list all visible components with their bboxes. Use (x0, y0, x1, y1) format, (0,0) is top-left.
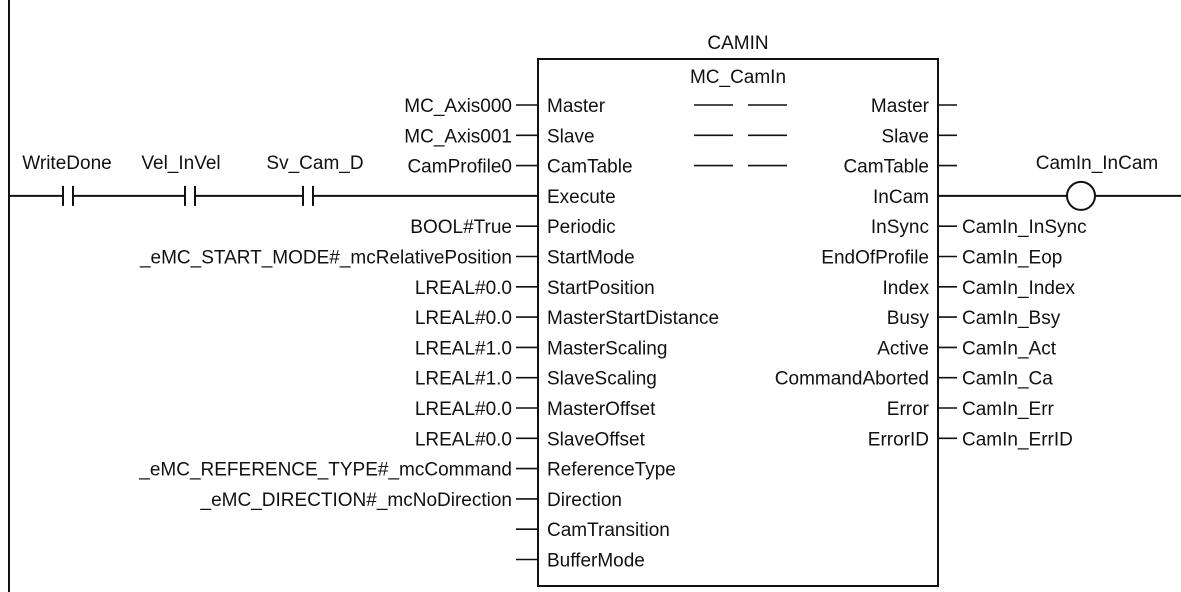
output-pin: Busy CamIn_Bsy (887, 308, 1061, 329)
input-pin: CamTable CamProfile0 (407, 157, 632, 178)
input-pin: StartPosition LREAL#0.0 (415, 278, 655, 299)
output-pin: CamTable (843, 157, 957, 178)
input-pin-name: Direction (547, 490, 622, 511)
output-pin-name: ErrorID (868, 429, 929, 450)
output-pin-name: Index (883, 278, 930, 299)
input-argument: LREAL#1.0 (415, 338, 512, 359)
input-pin-name: MasterStartDistance (547, 308, 719, 329)
input-pin-name: MasterOffset (547, 399, 656, 420)
coil-label: CamIn_InCam (1036, 153, 1159, 174)
input-pin-name: StartPosition (547, 278, 655, 299)
output-pin: Index CamIn_Index (883, 278, 1076, 299)
output-pin: InSync CamIn_InSync (871, 217, 1087, 238)
input-pin-name: SlaveOffset (547, 429, 646, 450)
input-argument: MC_Axis000 (404, 96, 512, 117)
output-coil: CamIn_InCam (938, 153, 1181, 211)
output-argument: CamIn_Eop (962, 248, 1062, 269)
output-pin: CommandAborted CamIn_Ca (775, 369, 1053, 390)
no-contact: WriteDone (9, 153, 112, 206)
input-argument: LREAL#1.0 (415, 369, 512, 390)
output-pin: EndOfProfile CamIn_Eop (821, 248, 1062, 269)
output-pin-name: Active (877, 338, 929, 359)
output-argument: CamIn_Err (962, 399, 1055, 420)
input-argument: _eMC_DIRECTION#_mcNoDirection (200, 490, 512, 511)
input-pin: MasterOffset LREAL#0.0 (415, 399, 656, 420)
input-pin-name: MasterScaling (547, 338, 667, 359)
input-pin: BufferMode (516, 551, 645, 572)
input-pin: Periodic BOOL#True (410, 217, 615, 238)
input-pin: SlaveOffset LREAL#0.0 (415, 429, 646, 450)
input-pin: Master MC_Axis000 (404, 96, 605, 117)
output-argument: CamIn_Index (962, 278, 1076, 299)
output-argument: CamIn_Bsy (962, 308, 1061, 329)
input-pin: Slave MC_Axis001 (404, 126, 594, 147)
contact-label: WriteDone (22, 153, 111, 174)
output-pin: Error CamIn_Err (887, 399, 1055, 420)
input-pin: SlaveScaling LREAL#1.0 (415, 369, 657, 390)
input-pin-name: Periodic (547, 217, 616, 238)
input-pin-name: Execute (547, 187, 616, 208)
output-pin-name: InCam (873, 187, 929, 208)
input-pin: StartMode _eMC_START_MODE#_mcRelativePosi… (139, 248, 635, 269)
output-argument: CamIn_Ca (962, 369, 1053, 390)
rung-wiring: WriteDone Vel_InVel Sv_Cam_D CamIn_InCam (9, 153, 1181, 211)
input-pin-name: Master (547, 96, 606, 117)
input-argument: LREAL#0.0 (415, 429, 512, 450)
function-block-box (537, 58, 939, 587)
no-contact: Vel_InVel (73, 153, 221, 206)
input-pin-name: CamTable (547, 157, 633, 178)
output-pin: Active CamIn_Act (877, 338, 1056, 359)
output-pin-name: Error (887, 399, 930, 420)
input-pin: ReferenceType _eMC_REFERENCE_TYPE#_mcComm… (138, 460, 676, 481)
contact-label: Sv_Cam_D (266, 153, 363, 174)
output-pin-name: Busy (887, 308, 930, 329)
input-pin: Execute (547, 187, 616, 208)
input-argument: _eMC_START_MODE#_mcRelativePosition (139, 248, 512, 269)
output-pin: Master (871, 96, 957, 117)
input-argument: _eMC_REFERENCE_TYPE#_mcCommand (138, 460, 512, 481)
in-out-passthrough-lines (694, 104, 787, 167)
input-pin-name: Slave (547, 126, 595, 147)
input-pin-name: SlaveScaling (547, 369, 657, 390)
input-pins: MasterMC_Axis000SlaveMC_Axis001CamTableC… (138, 96, 719, 572)
output-argument: CamIn_ErrID (962, 429, 1073, 450)
output-pin-name: Slave (881, 126, 929, 147)
fb-instance-name: CAMIN (707, 33, 768, 54)
input-argument: LREAL#0.0 (415, 308, 512, 329)
output-pin-name: CommandAborted (775, 369, 929, 390)
input-pin: CamTransition (516, 520, 670, 541)
output-pin: Slave (881, 126, 957, 147)
output-pin-name: Master (871, 96, 930, 117)
contact-label: Vel_InVel (141, 153, 220, 174)
input-pin-name: BufferMode (547, 551, 645, 572)
input-argument: LREAL#0.0 (415, 278, 512, 299)
input-pin-name: ReferenceType (547, 460, 676, 481)
output-pin-name: EndOfProfile (821, 248, 929, 269)
input-argument: BOOL#True (410, 217, 512, 238)
coil-circle (1066, 180, 1096, 211)
input-argument: LREAL#0.0 (415, 399, 512, 420)
output-pin: ErrorID CamIn_ErrID (868, 429, 1073, 450)
input-pin-name: StartMode (547, 248, 635, 269)
fb-type-name: MC_CamIn (690, 67, 786, 88)
input-argument: CamProfile0 (407, 157, 512, 178)
output-pin-name: CamTable (843, 157, 929, 178)
output-pin-name: InSync (871, 217, 929, 238)
output-argument: CamIn_Act (962, 338, 1057, 359)
input-pin: Direction _eMC_DIRECTION#_mcNoDirection (200, 490, 622, 511)
output-argument: CamIn_InSync (962, 217, 1087, 238)
output-pin: InCam (873, 187, 929, 208)
input-pin: MasterStartDistance LREAL#0.0 (415, 308, 719, 329)
input-pin: MasterScaling LREAL#1.0 (415, 338, 668, 359)
input-pin-name: CamTransition (547, 520, 670, 541)
no-contact: Sv_Cam_D (195, 153, 364, 206)
input-argument: MC_Axis001 (404, 126, 512, 147)
